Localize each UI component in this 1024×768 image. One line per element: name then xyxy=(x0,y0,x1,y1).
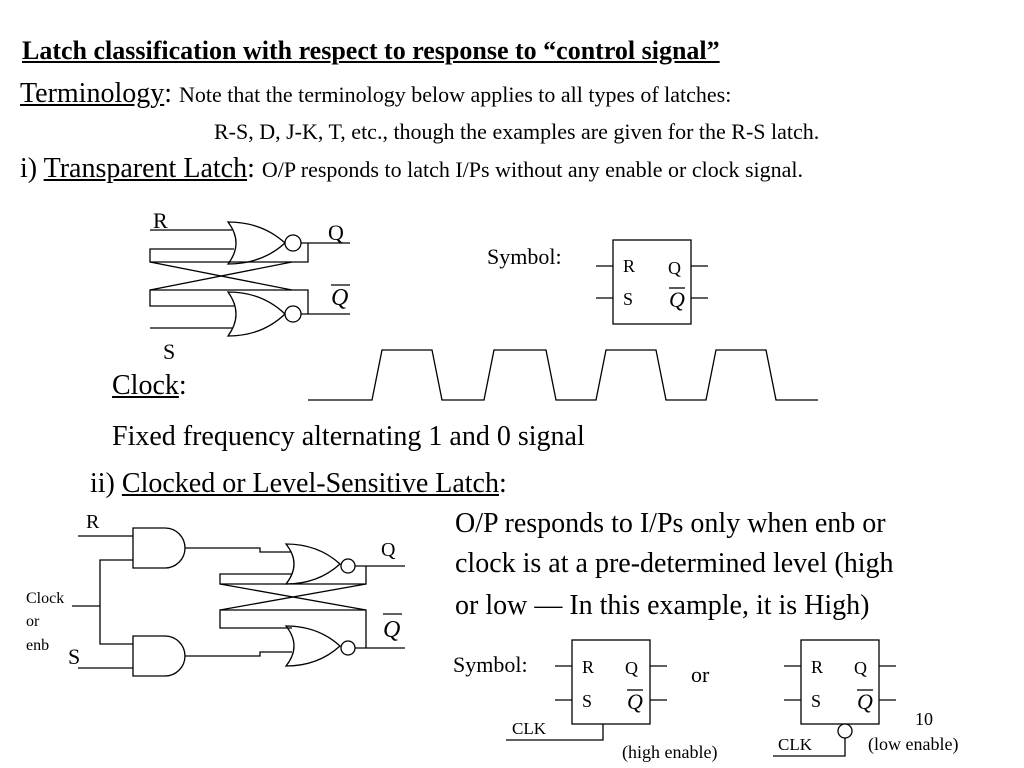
d1-q-label: Q xyxy=(328,220,344,245)
clock-line: Clock: xyxy=(112,370,187,401)
clocked-desc-3: or low — In this example, it is High) xyxy=(455,590,870,621)
inverter-bubble-top xyxy=(284,234,302,252)
d2-box1-clk-lead xyxy=(506,724,604,741)
clocked-label: Clocked or Level-Sensitive Latch xyxy=(121,468,499,499)
terminology-line: Terminology: Note that the terminology b… xyxy=(20,78,732,109)
d2-inverter-bubble-top xyxy=(340,558,356,574)
terminology-text-2: R-S, D, J-K, T, etc., though the example… xyxy=(214,119,820,144)
and-gate-bottom xyxy=(132,635,186,677)
clocked-line: ii) Clocked or Level-Sensitive Latch: xyxy=(90,468,507,499)
terminology-label: Terminology xyxy=(20,78,165,109)
d2-box2-qbar: Q xyxy=(857,689,873,714)
clocked-desc-1: O/P responds to I/Ps only when enb or xyxy=(455,508,886,539)
d2-s-label: S xyxy=(68,644,80,669)
d1-box-s: S xyxy=(623,289,633,309)
transparent-latch-symbol: Symbol: R S Q Q xyxy=(487,239,708,325)
d2-box2-s: S xyxy=(811,691,821,711)
d1-box-qbar: Q xyxy=(669,287,685,312)
d2-qbar-label: Q xyxy=(383,617,400,643)
inverter-bubble-bottom xyxy=(284,305,302,323)
page-number: 10 xyxy=(915,709,933,729)
transparent-label: Transparent Latch xyxy=(43,153,248,184)
clocked-desc-2: clock is at a pre-determined level (high xyxy=(455,548,894,579)
clock-waveform xyxy=(308,349,818,401)
d2-clock-label-3: enb xyxy=(26,637,49,654)
transparent-latch-circuit: R S Q Q xyxy=(149,208,350,364)
d2-box2-clk-lead xyxy=(773,738,846,757)
clocked-latch-circuit: R S Clock or enb Q Q xyxy=(26,511,405,677)
d1-s-label: S xyxy=(163,339,175,364)
d2-box1-s: S xyxy=(582,691,592,711)
d2-box2-caption: (low enable) xyxy=(868,734,958,755)
d2-clock-label-2: or xyxy=(26,613,40,630)
and-bottom-output xyxy=(185,651,292,657)
d2-box1-q: Q xyxy=(625,658,638,678)
feedback-wire-1 xyxy=(149,243,309,263)
d2-box2-clk-bubble xyxy=(837,723,853,739)
d1-r-label: R xyxy=(153,208,168,233)
d2-nor-gate-bottom xyxy=(284,625,341,667)
d2-clock-branch xyxy=(99,559,133,645)
d2-box2-r: R xyxy=(811,657,823,677)
d1-symbol-label: Symbol: xyxy=(487,244,562,269)
d2-box1-caption: (high enable) xyxy=(622,742,717,763)
clock-label: Clock xyxy=(112,370,179,401)
clocked-latch-symbol-high: Symbol: R S Q Q CLK (high enable) xyxy=(453,639,717,763)
d1-qbar-label: Q xyxy=(331,285,348,311)
transparent-text: O/P responds to latch I/Ps without any e… xyxy=(261,157,804,182)
d2-box1-qbar: Q xyxy=(627,689,643,714)
d2-inverter-bubble-bottom xyxy=(340,640,356,656)
d2-feedback-cross-2 xyxy=(219,583,367,611)
nor-gate-top xyxy=(226,221,286,265)
d2-box1 xyxy=(571,639,651,725)
feedback-cross-2 xyxy=(149,261,293,291)
and-gate-top xyxy=(132,527,186,569)
d2-box2-clk: CLK xyxy=(778,735,813,754)
clocked-latch-symbol-low: R S Q Q CLK (low enable) xyxy=(773,639,958,757)
nor-gate-bottom xyxy=(226,291,286,337)
d2-box1-clk: CLK xyxy=(512,719,547,738)
d2-or-label: or xyxy=(691,662,710,687)
d2-box2 xyxy=(800,639,880,725)
d2-q-label: Q xyxy=(381,539,396,561)
terminology-text: Note that the terminology below applies … xyxy=(179,82,732,107)
d1-symbol-box xyxy=(612,239,692,325)
transparent-line: i) Transparent Latch: O/P responds to la… xyxy=(20,153,804,184)
and-top-output xyxy=(185,547,292,553)
d2-r-label: R xyxy=(86,511,100,533)
clocked-prefix: ii) xyxy=(90,468,122,499)
d1-box-r: R xyxy=(623,256,635,276)
d2-symbol-label: Symbol: xyxy=(453,652,528,677)
d2-box1-r: R xyxy=(582,657,594,677)
slide-title: Latch classification with respect to res… xyxy=(22,36,720,65)
d2-clock-label-1: Clock xyxy=(26,590,64,607)
clock-description: Fixed frequency alternating 1 and 0 sign… xyxy=(112,421,585,452)
d2-box2-q: Q xyxy=(854,658,867,678)
transparent-prefix: i) xyxy=(20,153,44,184)
d1-box-q: Q xyxy=(668,258,681,278)
d2-nor-gate-top xyxy=(284,543,341,585)
